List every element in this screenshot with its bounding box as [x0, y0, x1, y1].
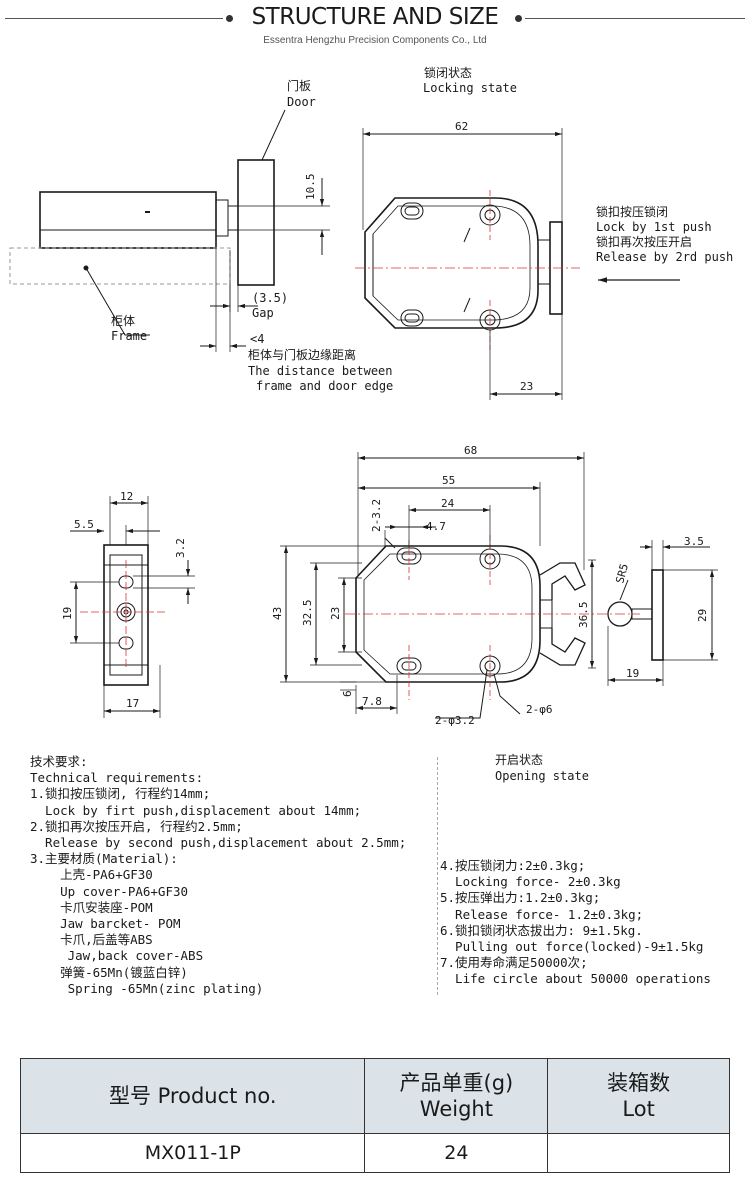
- dim-2-phi3-2: 2-φ3.2: [435, 714, 475, 727]
- technical-drawing: 门板 Door 10.5 柜体 Frame (3.5) Gap <4 柜体与门板…: [9, 65, 733, 783]
- requirement-line: Lock by firt push,displacement about 14m…: [30, 802, 362, 818]
- locking-state-en: Locking state: [423, 81, 517, 95]
- requirement-line: 弹簧-65Mn(镀蓝白锌): [30, 964, 188, 980]
- dim-2-phi6: 2-φ6: [526, 703, 553, 716]
- dim-36-5: 36.5: [577, 602, 590, 629]
- header-weight-cn: 产品单重(g): [399, 1071, 514, 1095]
- dim-62: 62: [455, 120, 468, 133]
- opening-state-view: [280, 452, 718, 719]
- requirement-line: 3.主要材质(Material):: [30, 851, 178, 867]
- opening-state-en: Opening state: [495, 769, 589, 783]
- door-label-en: Door: [287, 95, 316, 109]
- dim-3-5: 3.5: [684, 535, 704, 548]
- edge-label-en-1: The distance between: [248, 364, 393, 378]
- end-view: [70, 496, 195, 718]
- requirement-line: 7.使用寿命满足50000次;: [440, 955, 588, 971]
- requirement-line: Jaw barcket- POM: [30, 916, 181, 932]
- locking-state-view: [355, 128, 680, 400]
- dim-17: 17: [126, 697, 139, 710]
- requirement-line: 1.锁扣按压锁闭, 行程约14mm;: [30, 786, 211, 802]
- table-row: MX011-1P 24: [19, 1133, 730, 1173]
- product-table-header: 型号 Product no. 产品单重(g) Weight 装箱数 Lot: [19, 1058, 730, 1134]
- dim-7-8: 7.8: [362, 695, 382, 708]
- dim-24: 24: [441, 497, 455, 510]
- dim-32-5: 32.5: [301, 600, 314, 627]
- dim-4-7: 4.7: [426, 520, 446, 533]
- header-product-no: 型号 Product no.: [19, 1058, 366, 1134]
- dim-68: 68: [464, 444, 477, 457]
- edge-label-en-2: frame and door edge: [256, 379, 393, 393]
- requirement-line: Up cover-PA6+GF30: [30, 883, 189, 899]
- requirement-line: Jaw,back cover-ABS: [30, 948, 204, 964]
- dim-12: 12: [120, 490, 133, 503]
- requirement-line: Technical requirements:: [30, 770, 204, 786]
- dim-19-side: 19: [61, 607, 74, 620]
- cell-lot: [547, 1133, 730, 1173]
- requirement-line: 2.锁扣再次按压开启, 行程约2.5mm;: [30, 818, 243, 834]
- dim-6: 6: [341, 690, 354, 697]
- dim-55: 55: [442, 474, 455, 487]
- door-label-cn: 门板: [287, 78, 311, 93]
- push-en-2: Release by 2rd push: [596, 250, 733, 264]
- edge-label-cn: 柜体与门板边缘距离: [248, 347, 356, 362]
- gap-label: Gap: [252, 306, 274, 320]
- header-rule-left: [5, 18, 223, 19]
- drawing-labels: 门板 Door 10.5 柜体 Frame (3.5) Gap <4 柜体与门板…: [61, 65, 733, 783]
- requirement-line: 6.锁扣锁闭状态拔出力: 9±1.5kg.: [440, 922, 643, 938]
- dim-2-3-2: 2-3.2: [370, 499, 383, 532]
- header-weight: 产品单重(g) Weight: [364, 1058, 549, 1134]
- frame-label-cn: 柜体: [111, 314, 135, 328]
- page-title: STRUCTURE AND SIZE: [251, 4, 499, 30]
- product-table: 型号 Product no. 产品单重(g) Weight 装箱数 Lot MX…: [19, 1058, 730, 1173]
- technical-requirements-left: 技术要求:Technical requirements:1.锁扣按压锁闭, 行程…: [30, 754, 406, 997]
- opening-state-cn: 开启状态: [495, 753, 543, 767]
- header-dot-right: [515, 15, 522, 22]
- dim-43: 43: [271, 607, 284, 620]
- locking-state-cn: 锁闭状态: [424, 65, 472, 80]
- requirements-divider: [437, 757, 438, 995]
- header-lot-cn: 装箱数: [607, 1071, 671, 1095]
- gap-value: (3.5): [252, 291, 288, 305]
- header-lot: 装箱数 Lot: [547, 1058, 730, 1134]
- requirement-line: 卡爪安装座-POM: [30, 899, 153, 915]
- dim-19-opening: 19: [626, 667, 639, 680]
- push-cn-2: 锁扣再次按压开启: [596, 234, 692, 249]
- requirement-line: Pulling out force(locked)-9±1.5kg: [440, 939, 704, 955]
- dim-23-locking: 23: [520, 380, 533, 393]
- header-dot-left: [226, 15, 233, 22]
- dim-29: 29: [696, 609, 709, 622]
- dim-3-2: 3.2: [174, 538, 187, 558]
- requirement-line: Life circle about 50000 operations: [440, 971, 711, 987]
- cell-product-no: MX011-1P: [19, 1133, 366, 1173]
- requirement-line: Release force- 1.2±0.3kg;: [440, 906, 644, 922]
- side-installation-view: [9, 109, 330, 352]
- requirement-line: Spring -65Mn(zinc plating): [30, 980, 264, 996]
- dim-23-opening: 23: [329, 607, 342, 620]
- cell-weight: 24: [364, 1133, 549, 1173]
- edge-value: <4: [250, 332, 264, 346]
- requirement-line: Release by second push,displacement abou…: [30, 835, 407, 851]
- requirement-line: 卡爪,后盖等ABS: [30, 932, 153, 948]
- dim-10-5: 10.5: [304, 174, 317, 201]
- requirement-line: 技术要求:: [30, 754, 88, 769]
- page-subtitle: Essentra Hengzhu Precision Components Co…: [263, 35, 487, 46]
- push-en-1: Lock by 1st push: [596, 220, 712, 234]
- dim-sr5: SR5: [613, 562, 631, 585]
- requirement-line: 4.按压锁闭力:2±0.3kg;: [440, 858, 586, 873]
- dim-5-5: 5.5: [74, 518, 94, 531]
- requirement-line: 上壳-PA6+GF30: [30, 867, 153, 883]
- header-lot-en: Lot: [622, 1097, 655, 1121]
- frame-label-en: Frame: [111, 329, 147, 343]
- header-rule-right: [525, 18, 745, 19]
- push-cn-1: 锁扣按压锁闭: [596, 204, 668, 219]
- header-weight-en: Weight: [419, 1097, 493, 1121]
- requirement-line: 5.按压弹出力:1.2±0.3kg;: [440, 890, 601, 906]
- requirement-line: Locking force- 2±0.3kg: [440, 874, 621, 890]
